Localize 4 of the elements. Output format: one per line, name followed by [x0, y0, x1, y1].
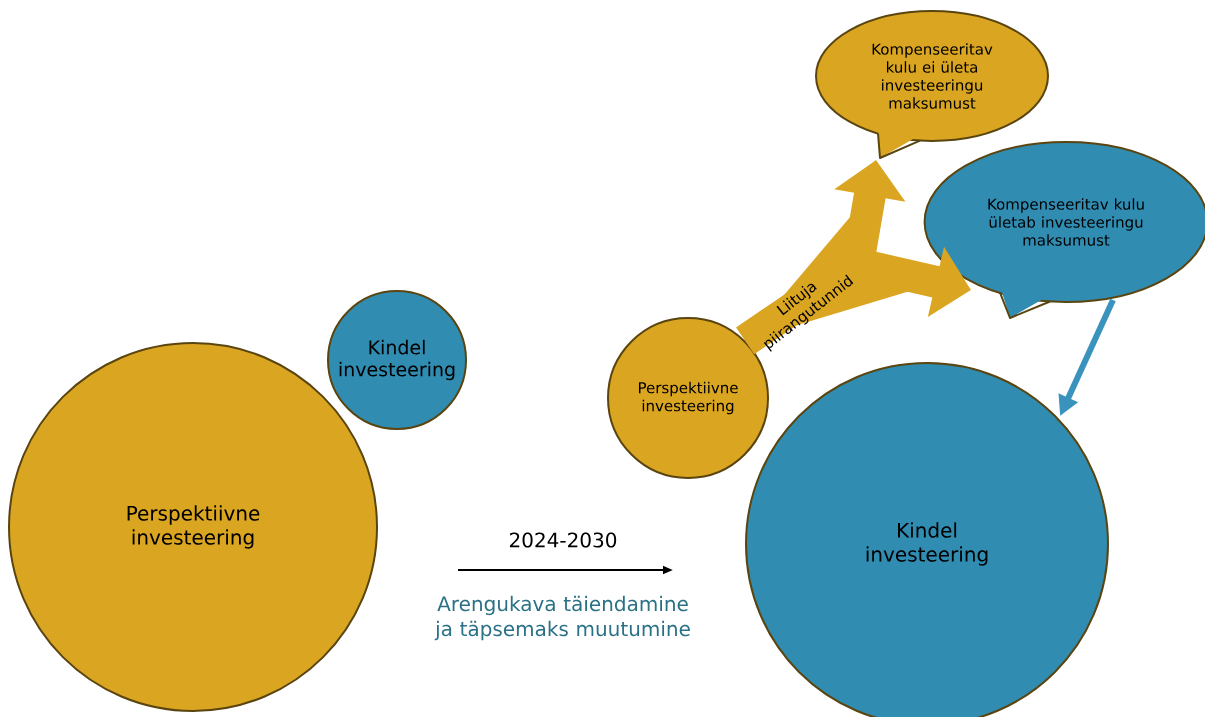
- speech-bubble: Kompenseeritav kulu ei ületa investeeringu maksumust: [815, 10, 1049, 159]
- speech-bubble: Kompenseeritav kulu ületab investeeringu maksumust: [923, 141, 1205, 319]
- year-range: 2024-2030: [509, 532, 617, 548]
- note-text: Arengukava täiendamine ja täpsemaks muutumine: [434, 595, 690, 641]
